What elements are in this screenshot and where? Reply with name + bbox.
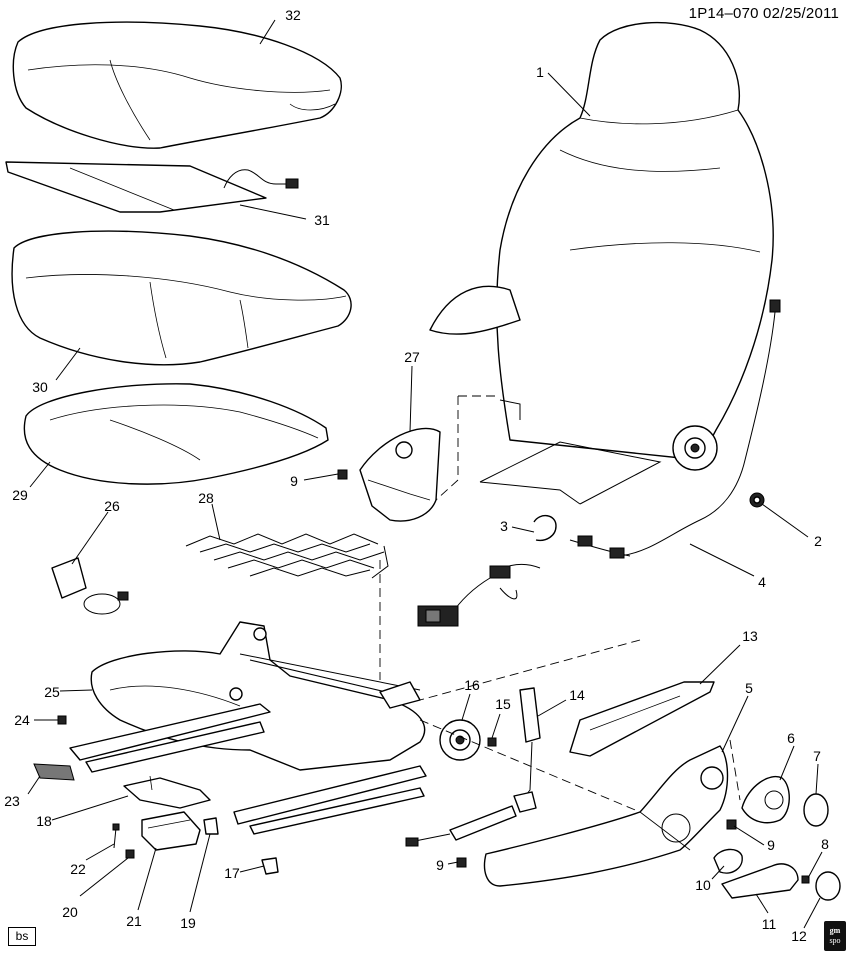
part-16-recliner-motor (439, 719, 481, 761)
part-3-clip (533, 515, 557, 542)
callout-19: 19 (180, 915, 196, 931)
gm-spo-logo: gm spo (824, 921, 846, 951)
callout-29: 29 (12, 487, 28, 503)
part-9-bolt-lower (456, 857, 467, 868)
part-24-bolt (57, 715, 67, 725)
callout-5: 5 (745, 680, 753, 696)
callout-31: 31 (314, 212, 330, 228)
diagram-code: 1P14–070 02/25/2011 (688, 5, 839, 22)
callout-6: 6 (787, 730, 795, 746)
callout-11: 11 (762, 916, 777, 932)
part-25-seat-frame (90, 621, 426, 771)
part-14-adjuster-cable (405, 687, 541, 847)
leader-lines (27, 19, 823, 929)
callout-23: 23 (4, 793, 20, 809)
part-4-wiring-harness (417, 299, 781, 627)
alignment-lines (379, 395, 741, 813)
part-19-clip (203, 817, 219, 835)
gm-logo-line1: gm (829, 926, 841, 935)
part-9-bolt-middle (726, 819, 737, 830)
part-13-shield-trim (569, 681, 715, 757)
callout-26: 26 (104, 498, 120, 514)
part-21-control-module (141, 811, 201, 851)
gm-logo-line2: spo (829, 936, 841, 945)
part-8-screw (801, 875, 810, 884)
callout-9c: 9 (436, 857, 444, 873)
callout-25: 25 (44, 684, 60, 700)
callout-21: 21 (126, 913, 142, 929)
bs-label: bs (8, 927, 36, 946)
part-29-cushion-pan (23, 383, 329, 485)
callout-labels: 32 31 30 29 1 2 4 3 27 9 28 26 25 24 23 … (4, 7, 829, 944)
callout-20: 20 (62, 904, 78, 920)
part-27-recliner-cover (359, 427, 441, 522)
part-20-bolt (125, 849, 135, 859)
part-1-seat-back (429, 21, 774, 505)
part-26-seat-belt-buckle (51, 557, 129, 615)
callout-3: 3 (500, 518, 508, 534)
callout-18: 18 (36, 813, 52, 829)
part-15-bolt (487, 737, 497, 747)
callout-28: 28 (198, 490, 214, 506)
callout-14: 14 (569, 687, 585, 703)
part-18-bracket (123, 775, 211, 809)
part-22-bolt (112, 823, 120, 849)
callout-12: 12 (791, 928, 807, 944)
part-2-nut (749, 492, 765, 508)
part-17-guide (261, 857, 279, 875)
part-7-cap (803, 793, 829, 827)
part-6-bezel (741, 775, 790, 824)
part-10-handle-bezel (713, 848, 743, 874)
part-5-outer-shield (483, 745, 729, 887)
callout-10: 10 (695, 877, 711, 893)
part-31-heater-pad (5, 161, 299, 213)
callout-30: 30 (32, 379, 48, 395)
callout-13: 13 (742, 628, 758, 644)
callout-9a: 9 (290, 473, 298, 489)
callout-8: 8 (821, 836, 829, 852)
callout-9b: 9 (767, 837, 775, 853)
part-23-track-cover (33, 763, 75, 781)
part-30-cushion-pad (11, 230, 352, 366)
callout-1: 1 (536, 64, 544, 80)
callout-16: 16 (464, 677, 480, 693)
seat-tracks (69, 703, 427, 835)
callout-15: 15 (495, 696, 511, 712)
part-11-recline-handle (721, 863, 799, 899)
part-9-bolt-upper (337, 469, 348, 480)
part-12-cap (815, 871, 841, 901)
callout-7: 7 (813, 748, 821, 764)
part-28-seat-springs (185, 533, 389, 579)
callout-24: 24 (14, 712, 30, 728)
callout-2: 2 (814, 533, 822, 549)
callout-4: 4 (758, 574, 766, 590)
callout-17: 17 (224, 865, 240, 881)
callout-32: 32 (285, 7, 301, 23)
callout-22: 22 (70, 861, 86, 877)
callout-27: 27 (404, 349, 420, 365)
part-32-cushion-cover (12, 21, 342, 149)
